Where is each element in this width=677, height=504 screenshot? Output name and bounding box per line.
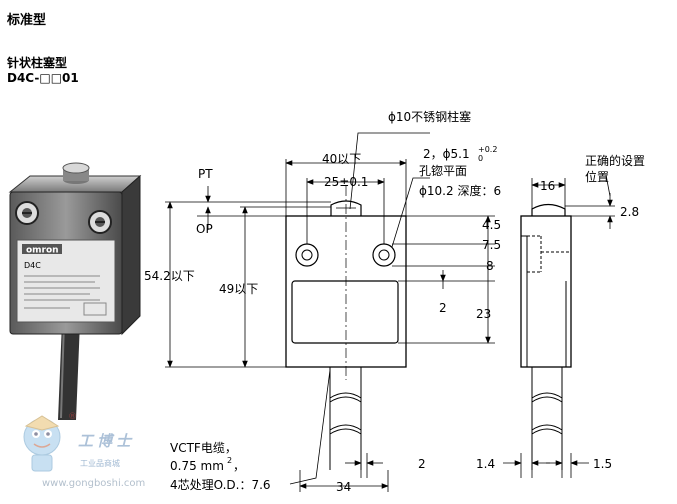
page-title: 标准型 [7, 13, 47, 28]
setting-position-line2: 位置 [585, 169, 609, 184]
dim-4-5: 4.5 [482, 218, 501, 232]
bottom-dim-1-4: 1.4 [476, 457, 495, 471]
plunger-material-label: ϕ10不锈钢柱塞 [388, 109, 471, 124]
hole-spec-line3: ϕ10.2 深度：6 [419, 183, 501, 198]
bottom-dim-34: 34 [336, 480, 351, 494]
op-label: OP [196, 222, 213, 236]
hole-spec-line1: 2，ϕ5.1 [423, 147, 470, 161]
front-view [285, 186, 407, 470]
watermark-brand: 工博士 [78, 432, 136, 450]
front-dimensions [165, 132, 495, 492]
cable-spec-line2-tail: ， [233, 459, 245, 473]
photo-model: D4C [24, 261, 41, 270]
pt-label: PT [198, 167, 213, 181]
setting-position-line1: 正确的设置 [585, 153, 645, 168]
watermark-url: www.gongboshi.com [42, 478, 146, 489]
dim-7-5: 7.5 [482, 238, 501, 252]
height-max-label: 54.2以下 [144, 269, 195, 283]
subtitle: 针状柱塞型 [7, 56, 68, 70]
side-view [520, 203, 572, 470]
cable-spec-line3: 4芯处理O.D.：7.6 [170, 478, 271, 492]
cable-spec-sup: 2 [227, 456, 232, 465]
watermark-subtitle: 工业品商城 [80, 459, 120, 468]
bottom-dim-1-5: 1.5 [593, 457, 612, 471]
watermark-registered: ® [68, 412, 77, 422]
dim-2-8: 2.8 [620, 205, 639, 219]
hole-pitch-label: 25±0.1 [324, 175, 368, 189]
height-49-label: 49以下 [219, 282, 258, 296]
width-max-label: 40以下 [322, 152, 361, 166]
photo-brand: omron [26, 246, 59, 256]
dim-2-hole: 2 [439, 301, 447, 315]
side-dimensions [503, 174, 615, 478]
hole-tolerance-lower: 0 [478, 154, 483, 163]
side-width-16: 16 [540, 179, 555, 193]
product-photo: omron D4C [8, 162, 142, 420]
bottom-dim-2: 2 [418, 457, 426, 471]
cable-spec-line1: VCTF电缆， [170, 441, 237, 455]
hole-tolerance-upper: +0.2 [478, 145, 497, 154]
cable-spec-line2: 0.75 mm [170, 459, 224, 473]
hole-spec-line2: 孔锪平面 [419, 163, 467, 178]
dim-23: 23 [476, 307, 491, 321]
watermark-mascot-icon [23, 415, 61, 472]
model-number: D4C-□□01 [7, 71, 79, 85]
dim-8: 8 [486, 259, 494, 273]
